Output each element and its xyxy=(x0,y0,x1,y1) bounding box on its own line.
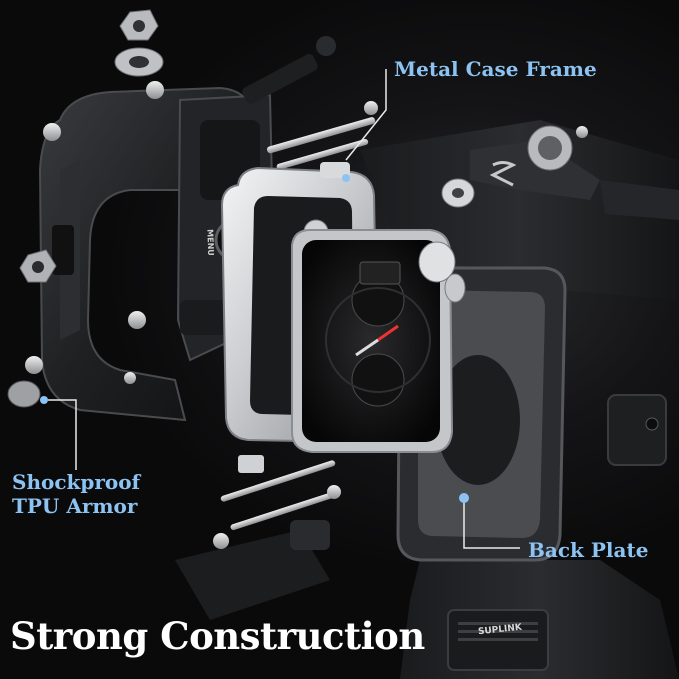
callout-leaders xyxy=(48,69,520,549)
strap-lower xyxy=(400,560,679,679)
strap-left-piece xyxy=(175,520,330,620)
menu-engraving: MENU xyxy=(205,229,216,256)
side-bracket-right xyxy=(607,394,667,466)
hex-nuts xyxy=(7,9,588,408)
callout-armor-line-2: TPU Armor xyxy=(12,494,138,518)
callout-armor-line-1: Shockproof xyxy=(12,470,141,494)
spring xyxy=(489,161,517,187)
headline: Strong Construction xyxy=(10,614,425,658)
smartwatch-body xyxy=(291,229,466,453)
callout-shockproof-tpu-armor: Shockproof TPU Armor xyxy=(12,470,140,518)
digital-crown xyxy=(418,241,456,283)
callout-dots xyxy=(40,174,469,503)
screw-pins xyxy=(213,36,378,549)
callout-back-plate: Back Plate xyxy=(528,538,649,562)
callout-metal-case-frame: Metal Case Frame xyxy=(394,57,597,81)
